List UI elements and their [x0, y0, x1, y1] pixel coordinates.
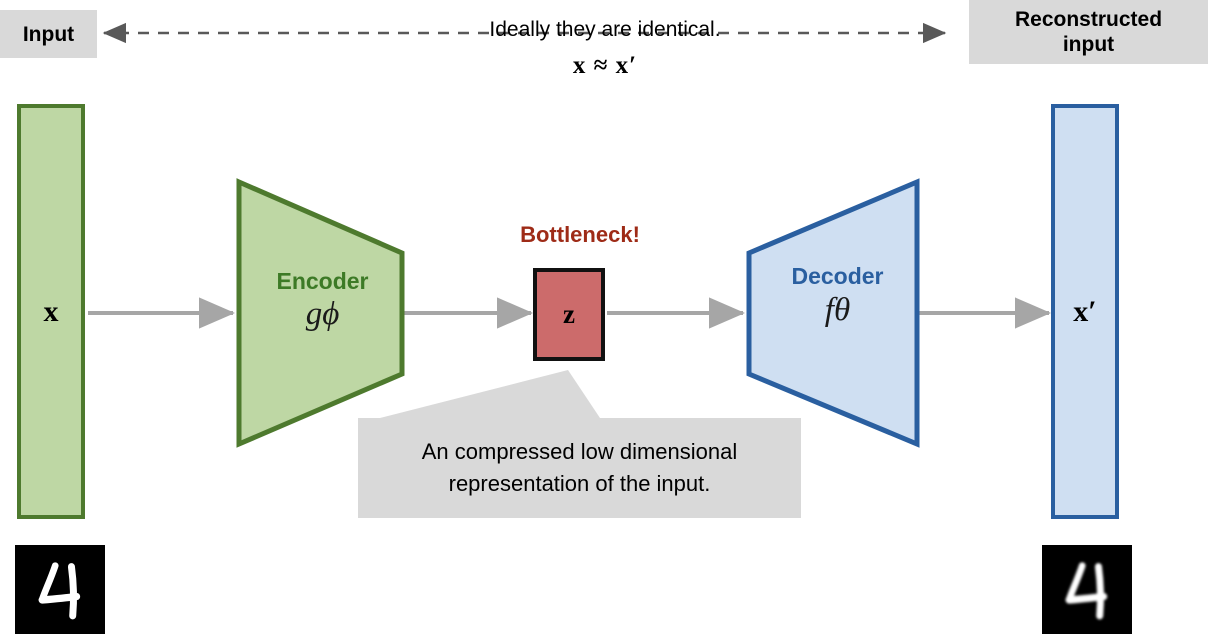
ideal-identical-caption: Ideally they are identical. [489, 18, 721, 41]
callout-tail [380, 370, 600, 418]
latent-code-box: z [533, 268, 605, 361]
input-vector-symbol: x [43, 294, 59, 328]
decoder-shape [746, 178, 920, 448]
approx-equation: x ≈ x′ [572, 52, 638, 79]
input-label-box: Input [0, 10, 97, 58]
bottleneck-callout: An compressed low dimensional representa… [358, 418, 801, 518]
encoder-shape [236, 178, 405, 448]
mnist-reconstructed-digit-4 [1042, 545, 1132, 634]
output-vector-symbol: x′ [1073, 294, 1097, 328]
latent-code-symbol: z [563, 299, 575, 329]
reconstructed-label-line2: input [1062, 33, 1115, 56]
reconstructed-label-line1: Reconstructed [1014, 8, 1163, 31]
bottleneck-title: Bottleneck! [520, 222, 640, 247]
output-vector-bar: x′ [1051, 104, 1119, 519]
input-vector-bar: x [17, 104, 85, 519]
mnist-input-digit-4 [15, 545, 105, 634]
reconstructed-input-label-box: Reconstructed input [969, 0, 1208, 64]
